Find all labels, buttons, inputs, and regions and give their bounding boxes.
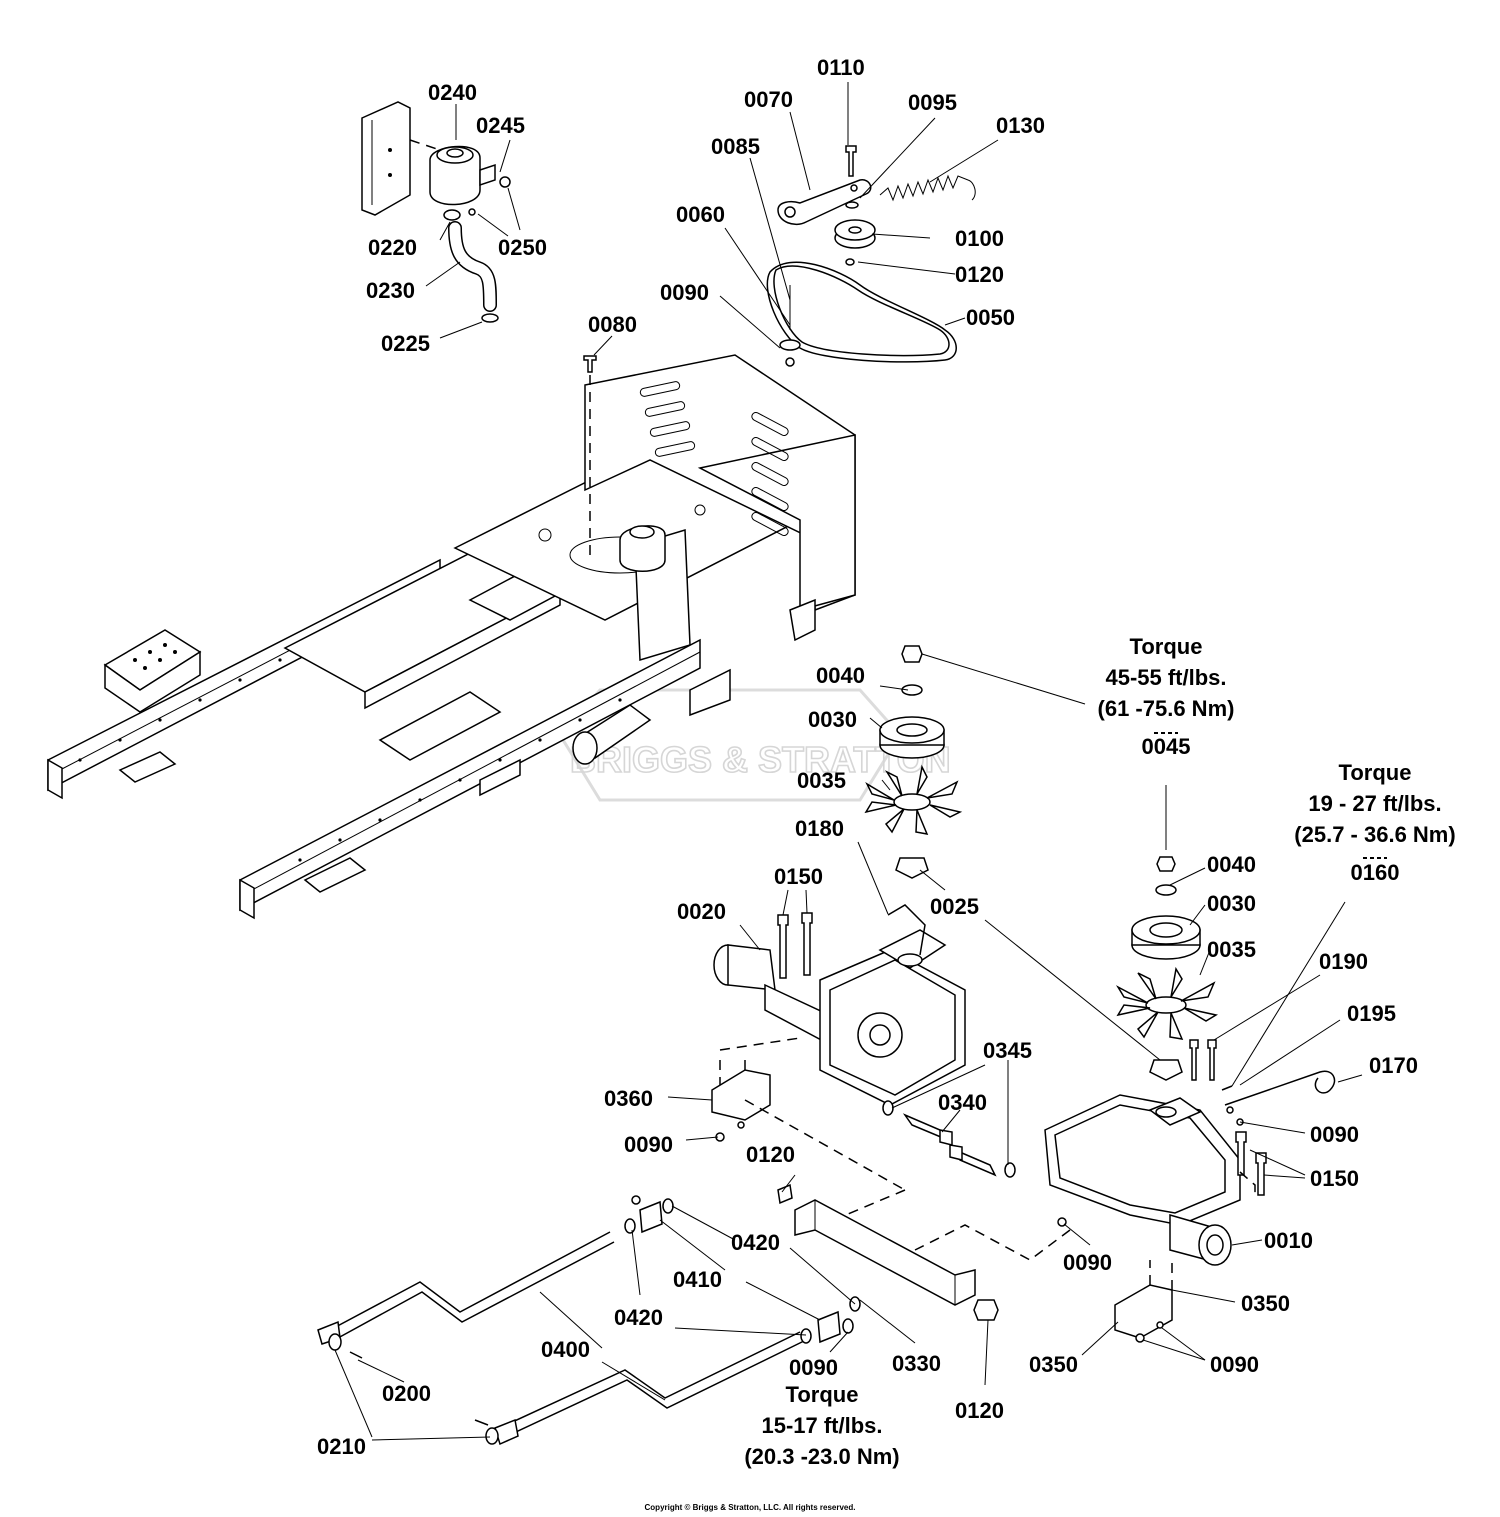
reservoir-assembly xyxy=(361,101,511,323)
torque-3-title: Torque xyxy=(786,1382,859,1407)
callout-0095: 0095 xyxy=(908,90,957,115)
callout-0090-c: 0090 xyxy=(1063,1250,1112,1275)
callout-0245: 0245 xyxy=(476,113,525,138)
right-transaxle xyxy=(914,1039,1336,1343)
torque-1-part: 0045 xyxy=(1142,734,1191,759)
callout-0180: 0180 xyxy=(795,816,844,841)
callout-0080: 0080 xyxy=(588,312,637,337)
torque-1-title: Torque xyxy=(1130,634,1203,659)
callout-0020: 0020 xyxy=(677,899,726,924)
callout-0345: 0345 xyxy=(983,1038,1032,1063)
callout-0230: 0230 xyxy=(366,278,415,303)
callout-labels: 0240 0245 0220 0250 0230 0225 0080 0110 … xyxy=(317,55,1418,1459)
callout-0070: 0070 xyxy=(744,87,793,112)
callout-0410: 0410 xyxy=(673,1267,722,1292)
callout-0090-b: 0090 xyxy=(1310,1122,1359,1147)
torque-2-title: Torque xyxy=(1339,760,1412,785)
control-linkage xyxy=(317,1195,861,1446)
callout-0090-a: 0090 xyxy=(624,1132,673,1157)
callout-0100: 0100 xyxy=(955,226,1004,251)
torque-1-metric: (61 -75.6 Nm) xyxy=(1098,696,1235,721)
callout-0350-b: 0350 xyxy=(1029,1352,1078,1377)
callout-0150-b: 0150 xyxy=(1310,1166,1359,1191)
callout-0150-a: 0150 xyxy=(774,864,823,889)
cross-bar xyxy=(777,1183,999,1321)
callout-0030-b: 0030 xyxy=(1207,891,1256,916)
belt-idler-assembly xyxy=(583,145,976,560)
left-bracket xyxy=(711,1037,906,1231)
callout-0350-a: 0350 xyxy=(1241,1291,1290,1316)
callout-0120-a: 0120 xyxy=(746,1142,795,1167)
callout-0200: 0200 xyxy=(382,1381,431,1406)
torque-3-metric: (20.3 -23.0 Nm) xyxy=(744,1444,899,1469)
callout-0040-a: 0040 xyxy=(816,663,865,688)
callout-0330: 0330 xyxy=(892,1351,941,1376)
torque-2-metric: (25.7 - 36.6 Nm) xyxy=(1294,822,1455,847)
callout-0035-b: 0035 xyxy=(1207,937,1256,962)
right-pulley-stack xyxy=(1115,785,1219,1081)
torque-note-3: Torque 15-17 ft/lbs. (20.3 -23.0 Nm) xyxy=(744,1382,899,1469)
torque-2-spec: 19 - 27 ft/lbs. xyxy=(1308,791,1441,816)
callout-0195: 0195 xyxy=(1347,1001,1396,1026)
torque-note-2: Torque 19 - 27 ft/lbs. (25.7 - 36.6 Nm) … xyxy=(1294,760,1455,885)
bolts-0340 xyxy=(882,1100,1016,1178)
callout-0190: 0190 xyxy=(1319,949,1368,974)
callout-0400: 0400 xyxy=(541,1337,590,1362)
callout-0035-a: 0035 xyxy=(797,768,846,793)
chassis-frame xyxy=(47,354,856,920)
left-pulley-stack xyxy=(864,645,963,879)
callout-0225: 0225 xyxy=(381,331,430,356)
callout-0420-b: 0420 xyxy=(614,1305,663,1330)
callout-0210: 0210 xyxy=(317,1434,366,1459)
left-transaxle xyxy=(713,904,966,1106)
callout-0110: 0110 xyxy=(817,55,865,80)
callout-0170: 0170 xyxy=(1369,1053,1418,1078)
torque-1-spec: 45-55 ft/lbs. xyxy=(1105,665,1226,690)
callout-0120-top: 0120 xyxy=(955,262,1004,287)
torque-3-spec: 15-17 ft/lbs. xyxy=(761,1413,882,1438)
callout-0130: 0130 xyxy=(996,113,1045,138)
torque-note-1: Torque 45-55 ft/lbs. (61 -75.6 Nm) 0045 xyxy=(1098,634,1235,759)
callout-0250: 0250 xyxy=(498,235,547,260)
callout-0220: 0220 xyxy=(368,235,417,260)
callout-0060: 0060 xyxy=(676,202,725,227)
callout-0420-a: 0420 xyxy=(731,1230,780,1255)
callout-0040-b: 0040 xyxy=(1207,852,1256,877)
callout-0030-a: 0030 xyxy=(808,707,857,732)
copyright-notice: Copyright © Briggs & Stratton, LLC. All … xyxy=(645,1503,856,1512)
callout-0050: 0050 xyxy=(966,305,1015,330)
callout-0085: 0085 xyxy=(711,134,760,159)
callout-0120-b: 0120 xyxy=(955,1398,1004,1423)
callout-0090-top: 0090 xyxy=(660,280,709,305)
callout-0025: 0025 xyxy=(930,894,979,919)
callout-0240: 0240 xyxy=(428,80,477,105)
callout-0360: 0360 xyxy=(604,1086,653,1111)
callout-0090-e: 0090 xyxy=(789,1355,838,1380)
leader-lines xyxy=(334,82,1363,1441)
callout-0340: 0340 xyxy=(938,1090,987,1115)
callout-0010: 0010 xyxy=(1264,1228,1313,1253)
callout-0090-d: 0090 xyxy=(1210,1352,1259,1377)
torque-2-part: 0160 xyxy=(1351,860,1400,885)
